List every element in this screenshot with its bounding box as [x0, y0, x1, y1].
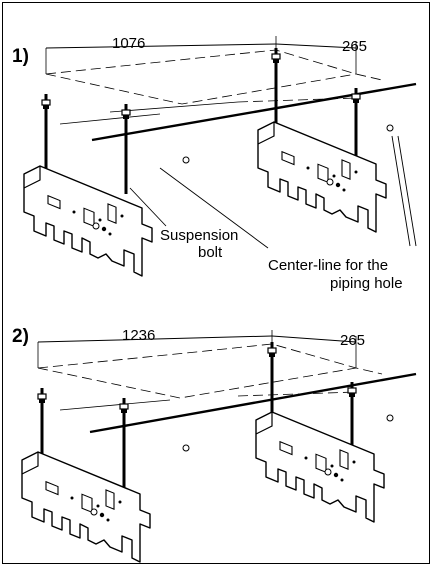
mounting-plate-1-left — [23, 165, 153, 277]
dimension-line-1 — [45, 43, 277, 49]
step-1-label: 1) — [12, 46, 29, 67]
dimension-265-top: 265 — [342, 38, 367, 55]
step-2-label: 2) — [12, 326, 29, 347]
center-line-2 — [89, 372, 417, 434]
mounting-plate-1-right — [257, 121, 387, 233]
panel-1: 1) 1076 265 Suspension bol — [12, 35, 417, 292]
suspension-label: Suspension — [160, 227, 238, 244]
dimension-line-2 — [37, 335, 273, 343]
mounting-plate-2-right — [255, 411, 385, 523]
suspension-bolt-2b — [118, 396, 130, 490]
center-line-label: Center-line for the — [268, 257, 388, 274]
panel-2: 2) 1236 265 — [12, 326, 417, 563]
center-line-1 — [91, 82, 417, 142]
suspension-bolt-1b — [120, 102, 132, 196]
piping-hole-label: piping hole — [330, 275, 403, 292]
mounting-plate-2-left — [21, 451, 151, 563]
bolt-label: bolt — [198, 244, 223, 261]
dimension-1076: 1076 — [112, 35, 145, 52]
dimension-1236: 1236 — [122, 327, 155, 344]
dimension-265-bottom: 265 — [340, 332, 365, 349]
